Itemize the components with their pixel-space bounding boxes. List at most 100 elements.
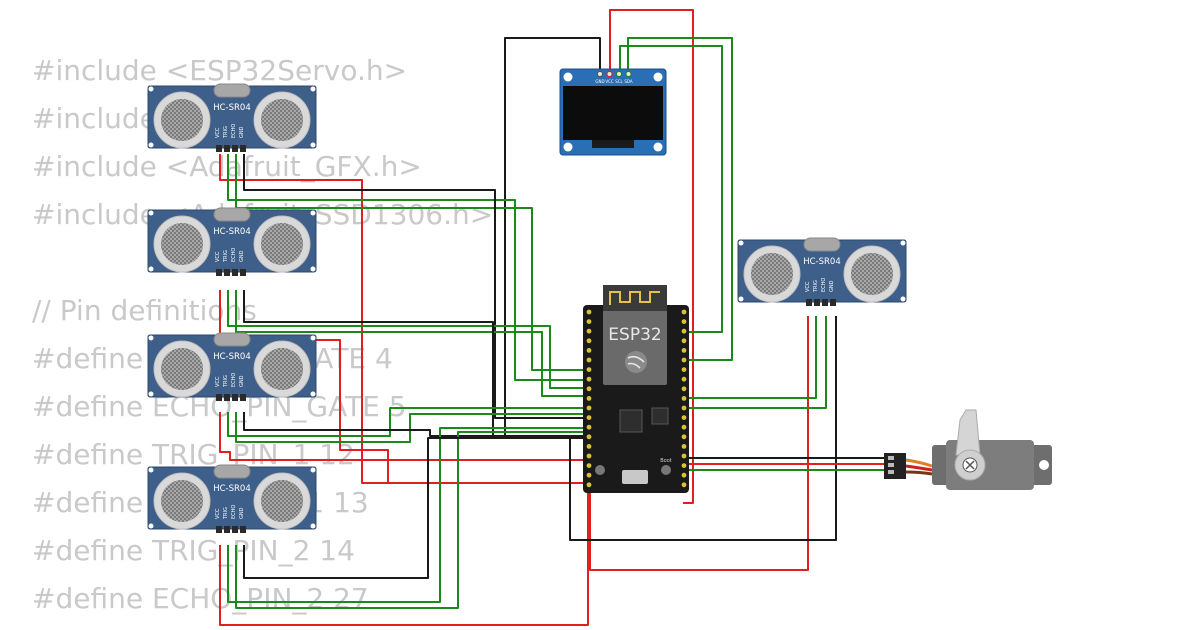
oled-pin-label: SDA xyxy=(624,79,633,84)
sensor-label: HC-SR04 xyxy=(213,103,251,113)
mount-hole xyxy=(310,335,316,341)
left-pin xyxy=(586,309,592,315)
right-pin xyxy=(681,357,687,363)
mount-hole xyxy=(563,142,573,152)
left-pin xyxy=(586,367,592,372)
header-pin xyxy=(216,145,222,152)
header-pin xyxy=(822,299,828,306)
oled-pin xyxy=(606,70,613,78)
right-pin xyxy=(681,424,687,430)
header-pin xyxy=(240,394,246,401)
right-pin xyxy=(681,367,687,372)
connector-pin xyxy=(888,456,894,460)
code-line: // Pin definitions xyxy=(32,294,257,327)
transducer-mesh-pattern xyxy=(161,480,203,522)
sensor-pin-label: ECHO xyxy=(231,124,237,138)
connector-pin xyxy=(888,470,894,474)
sensor-pin-label: TRIG xyxy=(223,507,229,520)
left-pin xyxy=(586,405,592,411)
header-pin xyxy=(216,526,222,533)
transducer-mesh-pattern xyxy=(261,223,303,265)
mount-hole xyxy=(310,523,316,529)
mount-hole xyxy=(653,72,663,82)
mount-hole xyxy=(310,391,316,397)
servo-cable xyxy=(905,464,933,472)
right-pin xyxy=(681,434,687,440)
sensor-pin-label: VCC xyxy=(215,251,221,262)
sensor-pin-label: GND xyxy=(829,280,835,292)
right-pin xyxy=(681,472,687,478)
wire-s1-gnd xyxy=(243,154,588,419)
wire-s5-echo xyxy=(683,316,827,409)
wire-oled-sda xyxy=(627,37,733,361)
usb-uart-chip xyxy=(619,409,643,433)
header-pin xyxy=(232,145,238,152)
sensor-pin-label: TRIG xyxy=(223,375,229,388)
connector-pin xyxy=(888,463,894,467)
servo-cable xyxy=(905,470,933,476)
left-pin xyxy=(586,415,592,420)
crystal-oscillator xyxy=(213,207,251,222)
oled-pin xyxy=(596,70,604,78)
sensor-pin-label: TRIG xyxy=(223,126,229,139)
oled-screen xyxy=(563,86,663,140)
left-pin xyxy=(586,463,592,468)
right-pin xyxy=(681,396,687,401)
left-pin xyxy=(586,444,592,449)
header-pin xyxy=(224,526,230,533)
transducer-mesh-pattern xyxy=(161,223,203,265)
wire-s5-trig xyxy=(683,316,817,399)
mount-hole xyxy=(148,210,154,216)
wire-s5-vcc xyxy=(589,316,809,571)
mount-hole xyxy=(148,467,154,473)
left-pin xyxy=(586,328,592,334)
sensor-label: HC-SR04 xyxy=(213,352,251,362)
code-line: #define TRIG_PIN_2 14 xyxy=(32,534,355,567)
mount-hole xyxy=(148,335,154,341)
right-pin xyxy=(681,328,687,334)
wire-s3-echo xyxy=(235,412,588,443)
right-pin xyxy=(681,405,687,411)
left-pin xyxy=(586,319,592,324)
sensor-pin-label: VCC xyxy=(215,508,221,519)
oled-ribbon xyxy=(592,140,634,148)
header-pin xyxy=(232,394,238,401)
sensor-pin-label: TRIG xyxy=(813,280,819,293)
servo-mount-hole xyxy=(1039,460,1049,470)
header-pin xyxy=(240,526,246,533)
mount-hole xyxy=(653,142,663,152)
oled-pin-label: VCC xyxy=(605,79,614,84)
sensor-pin-label: TRIG xyxy=(223,250,229,263)
right-pin xyxy=(681,482,687,488)
sensor-pin-label: VCC xyxy=(805,281,811,292)
mount-hole xyxy=(148,266,154,272)
sensor-pin-label: ECHO xyxy=(231,505,237,519)
mount-hole xyxy=(310,142,316,148)
mount-hole xyxy=(310,266,316,272)
wire-oled-vcc xyxy=(609,9,694,504)
transducer-mesh-pattern xyxy=(261,99,303,141)
mount-hole xyxy=(900,296,906,302)
wire-s3-vcc xyxy=(219,412,588,461)
right-pin xyxy=(681,386,687,392)
header-pin xyxy=(232,269,238,276)
wire-s2-vcc xyxy=(219,290,389,483)
sensor-pin-label: GND xyxy=(239,375,245,387)
antenna-area xyxy=(603,285,667,311)
code-line: #include <Adafruit_GFX.h> xyxy=(32,150,422,183)
left-pin xyxy=(586,472,592,478)
wire-s2-trig xyxy=(227,290,588,389)
header-pin xyxy=(224,394,230,401)
right-pin xyxy=(681,309,687,315)
sensor-pin-label: VCC xyxy=(215,376,221,387)
sensor-pin-label: GND xyxy=(239,126,245,138)
wire-oled-scl xyxy=(619,45,723,333)
sensor-label: HC-SR04 xyxy=(213,484,251,494)
regulator xyxy=(651,407,669,425)
antenna-trace xyxy=(609,291,660,305)
left-pin xyxy=(586,424,592,430)
wire-s3-gnd xyxy=(243,412,588,437)
